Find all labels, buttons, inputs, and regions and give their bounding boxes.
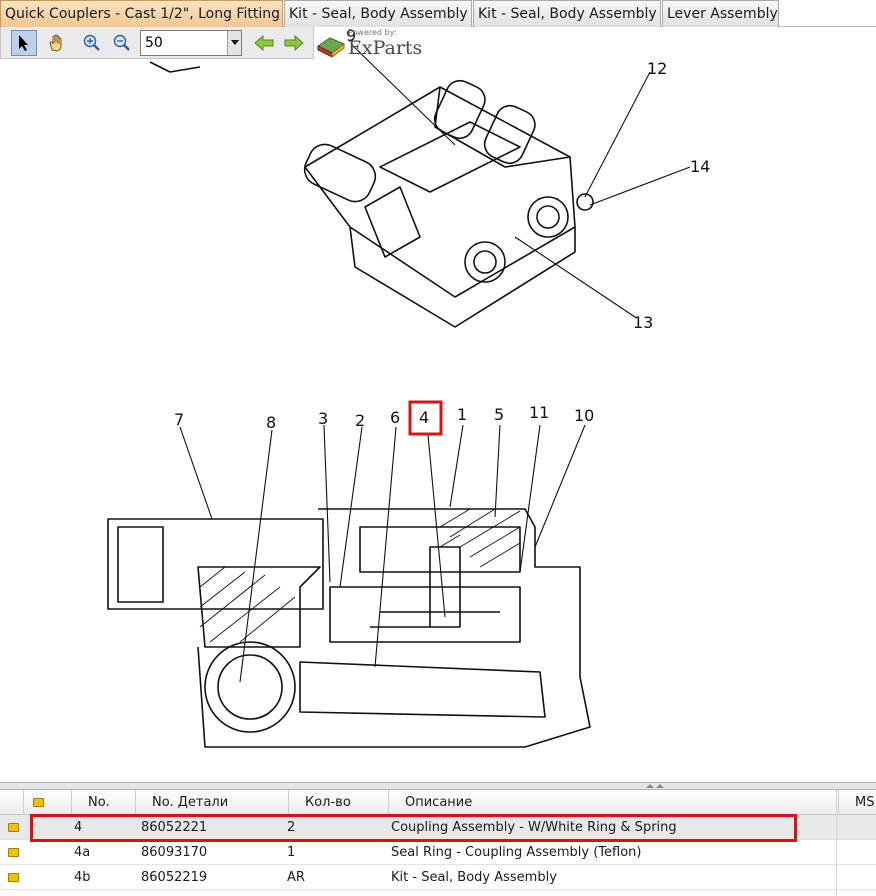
pan-hand-icon xyxy=(49,34,62,52)
callout-4: 4 xyxy=(419,408,429,427)
logo-powered-by: Powered by: xyxy=(348,28,397,37)
back-arrow-icon xyxy=(254,35,274,51)
header-col-no[interactable]: No. xyxy=(72,790,136,815)
cell-description: Kit - Seal, Body Assembly xyxy=(391,870,557,885)
splitter-grip-icon xyxy=(646,784,664,788)
callout-2: 2 xyxy=(355,411,365,430)
exparts-book-icon xyxy=(317,37,345,58)
callout-8: 8 xyxy=(266,413,276,432)
table-row[interactable]: 4 86052221 2 Coupling Assembly - W/White… xyxy=(0,815,876,840)
folder-icon xyxy=(33,798,44,807)
callout-14: 14 xyxy=(690,157,710,176)
table-header: No. No. Детали Кол-во Описание MS xyxy=(0,790,876,815)
cell-no: 4 xyxy=(74,820,83,835)
header-col-part-no[interactable]: No. Детали xyxy=(136,790,289,815)
zoom-in-button[interactable] xyxy=(79,30,105,56)
callout-5: 5 xyxy=(494,405,504,424)
header-col-icon[interactable] xyxy=(24,790,72,815)
tab-quick-couplers[interactable]: Quick Couplers - Cast 1/2", Long Fitting xyxy=(0,0,283,27)
forward-arrow-icon xyxy=(284,35,304,51)
forward-button[interactable] xyxy=(281,30,307,56)
zoom-level-value: 50 xyxy=(145,35,163,51)
diagram-toolbar: 50 xyxy=(0,27,314,59)
callout-4-highlight xyxy=(408,400,443,436)
header-col-select[interactable] xyxy=(0,790,24,815)
tab-lever-assembly[interactable]: Lever Assembly xyxy=(662,0,779,27)
select-pointer-icon xyxy=(19,35,28,51)
parts-diagram-canvas[interactable]: 9 12 14 13 7 8 3 2 6 4 1 5 11 10 xyxy=(0,26,876,782)
zoom-dropdown-button[interactable] xyxy=(227,31,241,55)
callout-6: 6 xyxy=(390,408,400,427)
table-row[interactable]: 4b 86052219 AR Kit - Seal, Body Assembly xyxy=(0,865,876,890)
coupler-body-top-view xyxy=(304,86,576,298)
header-col-qty[interactable]: Кол-во xyxy=(289,790,389,815)
select-tool-button[interactable] xyxy=(11,30,37,56)
cell-description: Seal Ring - Coupling Assembly (Teflon) xyxy=(391,845,642,860)
cell-qty: 1 xyxy=(287,845,296,860)
cell-part-no: 86052219 xyxy=(141,870,208,885)
callout-10: 10 xyxy=(574,406,594,425)
callout-12: 12 xyxy=(647,59,667,78)
column-divider xyxy=(836,790,837,896)
document-tab-bar: Quick Couplers - Cast 1/2", Long Fitting… xyxy=(0,0,876,27)
back-button[interactable] xyxy=(251,30,277,56)
callout-9: 9 xyxy=(346,27,356,45)
part-row-icon xyxy=(8,873,19,882)
parts-table: No. No. Детали Кол-во Описание MS 4 8605… xyxy=(0,790,876,896)
tab-kit-seal-body-1[interactable]: Kit - Seal, Body Assembly xyxy=(284,0,472,27)
zoom-out-icon xyxy=(113,34,130,51)
cell-no: 4b xyxy=(74,870,91,885)
pan-tool-button[interactable] xyxy=(43,30,69,56)
chevron-down-icon xyxy=(230,40,239,45)
callout-7: 7 xyxy=(174,410,184,429)
exparts-logo: Powered by: ExParts xyxy=(316,28,426,60)
callout-13: 13 xyxy=(633,313,653,332)
panel-splitter[interactable] xyxy=(0,782,876,790)
selected-row-highlight xyxy=(30,814,797,842)
zoom-in-icon xyxy=(83,34,100,51)
header-col-description[interactable]: Описание xyxy=(389,790,839,815)
zoom-level-combobox[interactable]: 50 xyxy=(140,30,242,56)
cell-qty: AR xyxy=(287,870,305,885)
part-row-icon xyxy=(8,848,19,857)
logo-name: ExParts xyxy=(348,37,423,59)
header-col-ms[interactable]: MS xyxy=(855,795,875,810)
table-row[interactable]: 4a 86093170 1 Seal Ring - Coupling Assem… xyxy=(0,840,876,865)
cell-qty: 2 xyxy=(287,820,296,835)
cell-part-no: 86093170 xyxy=(141,845,208,860)
tab-kit-seal-body-2[interactable]: Kit - Seal, Body Assembly xyxy=(473,0,661,27)
part-row-icon xyxy=(8,823,19,832)
cell-description: Coupling Assembly - W/White Ring & Sprin… xyxy=(391,820,677,835)
zoom-out-button[interactable] xyxy=(109,30,135,56)
callout-11: 11 xyxy=(529,403,549,422)
callout-1: 1 xyxy=(457,405,467,424)
callout-3: 3 xyxy=(318,409,328,428)
cell-part-no: 86052221 xyxy=(141,820,208,835)
cell-no: 4a xyxy=(74,845,91,860)
